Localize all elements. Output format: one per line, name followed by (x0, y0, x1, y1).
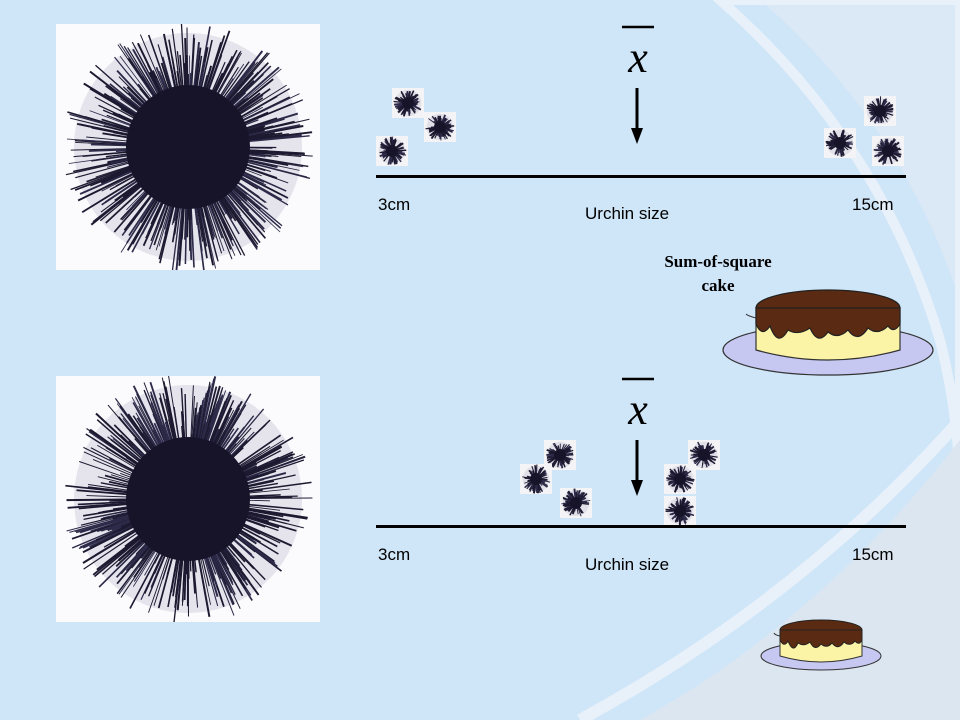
down-arrow-icon (627, 86, 647, 146)
urchin-thumbnail-icon (864, 96, 896, 126)
axis-min-label: 3cm (378, 545, 410, 565)
urchin-thumbnail-icon (664, 496, 696, 526)
urchin-thumbnail-icon (424, 112, 456, 142)
axis-title: Urchin size (585, 204, 669, 224)
size-axis-line (376, 175, 906, 178)
axis-max-label: 15cm (852, 195, 894, 215)
cake-icon (718, 278, 938, 378)
down-arrow-icon (627, 438, 647, 498)
mean-symbol-letter: x (627, 33, 648, 82)
size-axis-line (376, 525, 906, 528)
axis-min-label: 3cm (378, 195, 410, 215)
urchin-thumbnail-icon (560, 488, 592, 518)
urchin-photo-icon (56, 376, 320, 622)
urchin-photo-icon (56, 24, 320, 270)
axis-max-label: 15cm (852, 545, 894, 565)
mean-symbol: x (618, 22, 658, 82)
mean-symbol: x (618, 374, 658, 434)
cake-icon (758, 612, 884, 674)
urchin-thumbnail-icon (376, 136, 408, 166)
urchin-thumbnail-icon (824, 128, 856, 158)
cake-label-line1: Sum-of-square (640, 250, 796, 274)
mean-symbol-letter: x (627, 385, 648, 434)
urchin-thumbnail-icon (872, 136, 904, 166)
urchin-thumbnail-icon (520, 464, 552, 494)
urchin-thumbnail-icon (392, 88, 424, 118)
axis-title: Urchin size (585, 555, 669, 575)
urchin-thumbnail-icon (664, 464, 696, 494)
